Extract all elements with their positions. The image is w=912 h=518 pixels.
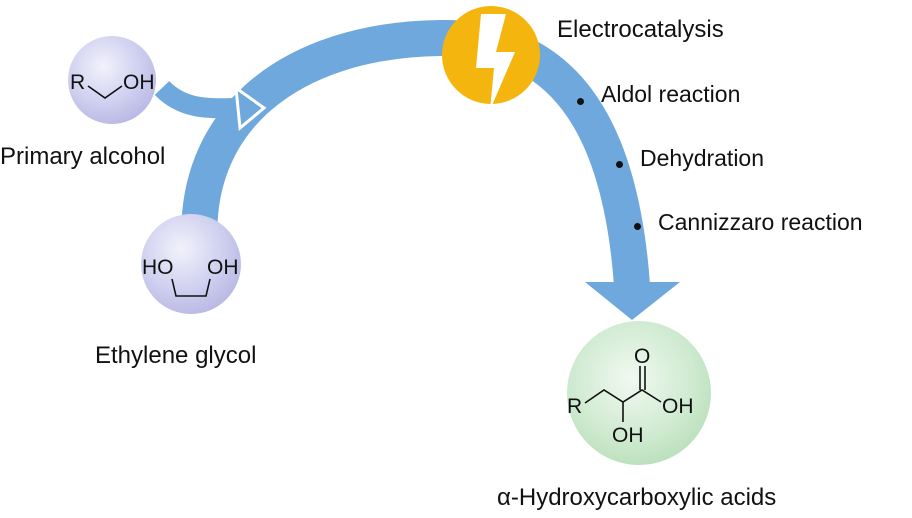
step-dehydration: Dehydration: [640, 145, 765, 171]
primary-alcohol-bubble: [68, 36, 156, 124]
ethylene-glycol-oh: OH: [207, 256, 239, 279]
ethylene-glycol-label: Ethylene glycol: [95, 342, 257, 369]
product-label: α-Hydroxycarboxylic acids: [497, 484, 777, 511]
side-arrow-head: [234, 84, 267, 131]
side-arrow: [154, 80, 241, 119]
step-bullet: [634, 223, 641, 230]
primary-alcohol-label: Primary alcohol: [0, 143, 166, 170]
ethylene-glycol-ho: HO: [142, 256, 174, 279]
primary-alcohol-r: R: [70, 71, 85, 94]
electrocatalysis-label: Electrocatalysis: [557, 16, 724, 43]
product-acid-oh: OH: [662, 395, 694, 418]
ethylene-glycol-bond: [171, 278, 211, 297]
product-alpha-oh: OH: [612, 424, 644, 447]
product-r: R: [567, 395, 582, 418]
step-bullet: [616, 161, 623, 168]
primary-alcohol-oh: OH: [123, 71, 155, 94]
step-bullet: [577, 98, 584, 105]
lightning-bolt-icon: [476, 14, 515, 110]
step-cannizzaro-reaction: Cannizzaro reaction: [658, 209, 863, 235]
product-bubble: [567, 321, 711, 465]
step-aldol-reaction: Aldol reaction: [601, 81, 741, 107]
primary-alcohol-bond: [87, 85, 123, 99]
ethylene-glycol-bubble: [141, 214, 241, 314]
main-arrow-head: [585, 282, 680, 320]
product-o: O: [634, 345, 650, 368]
main-arc-arrow: [181, 19, 650, 287]
